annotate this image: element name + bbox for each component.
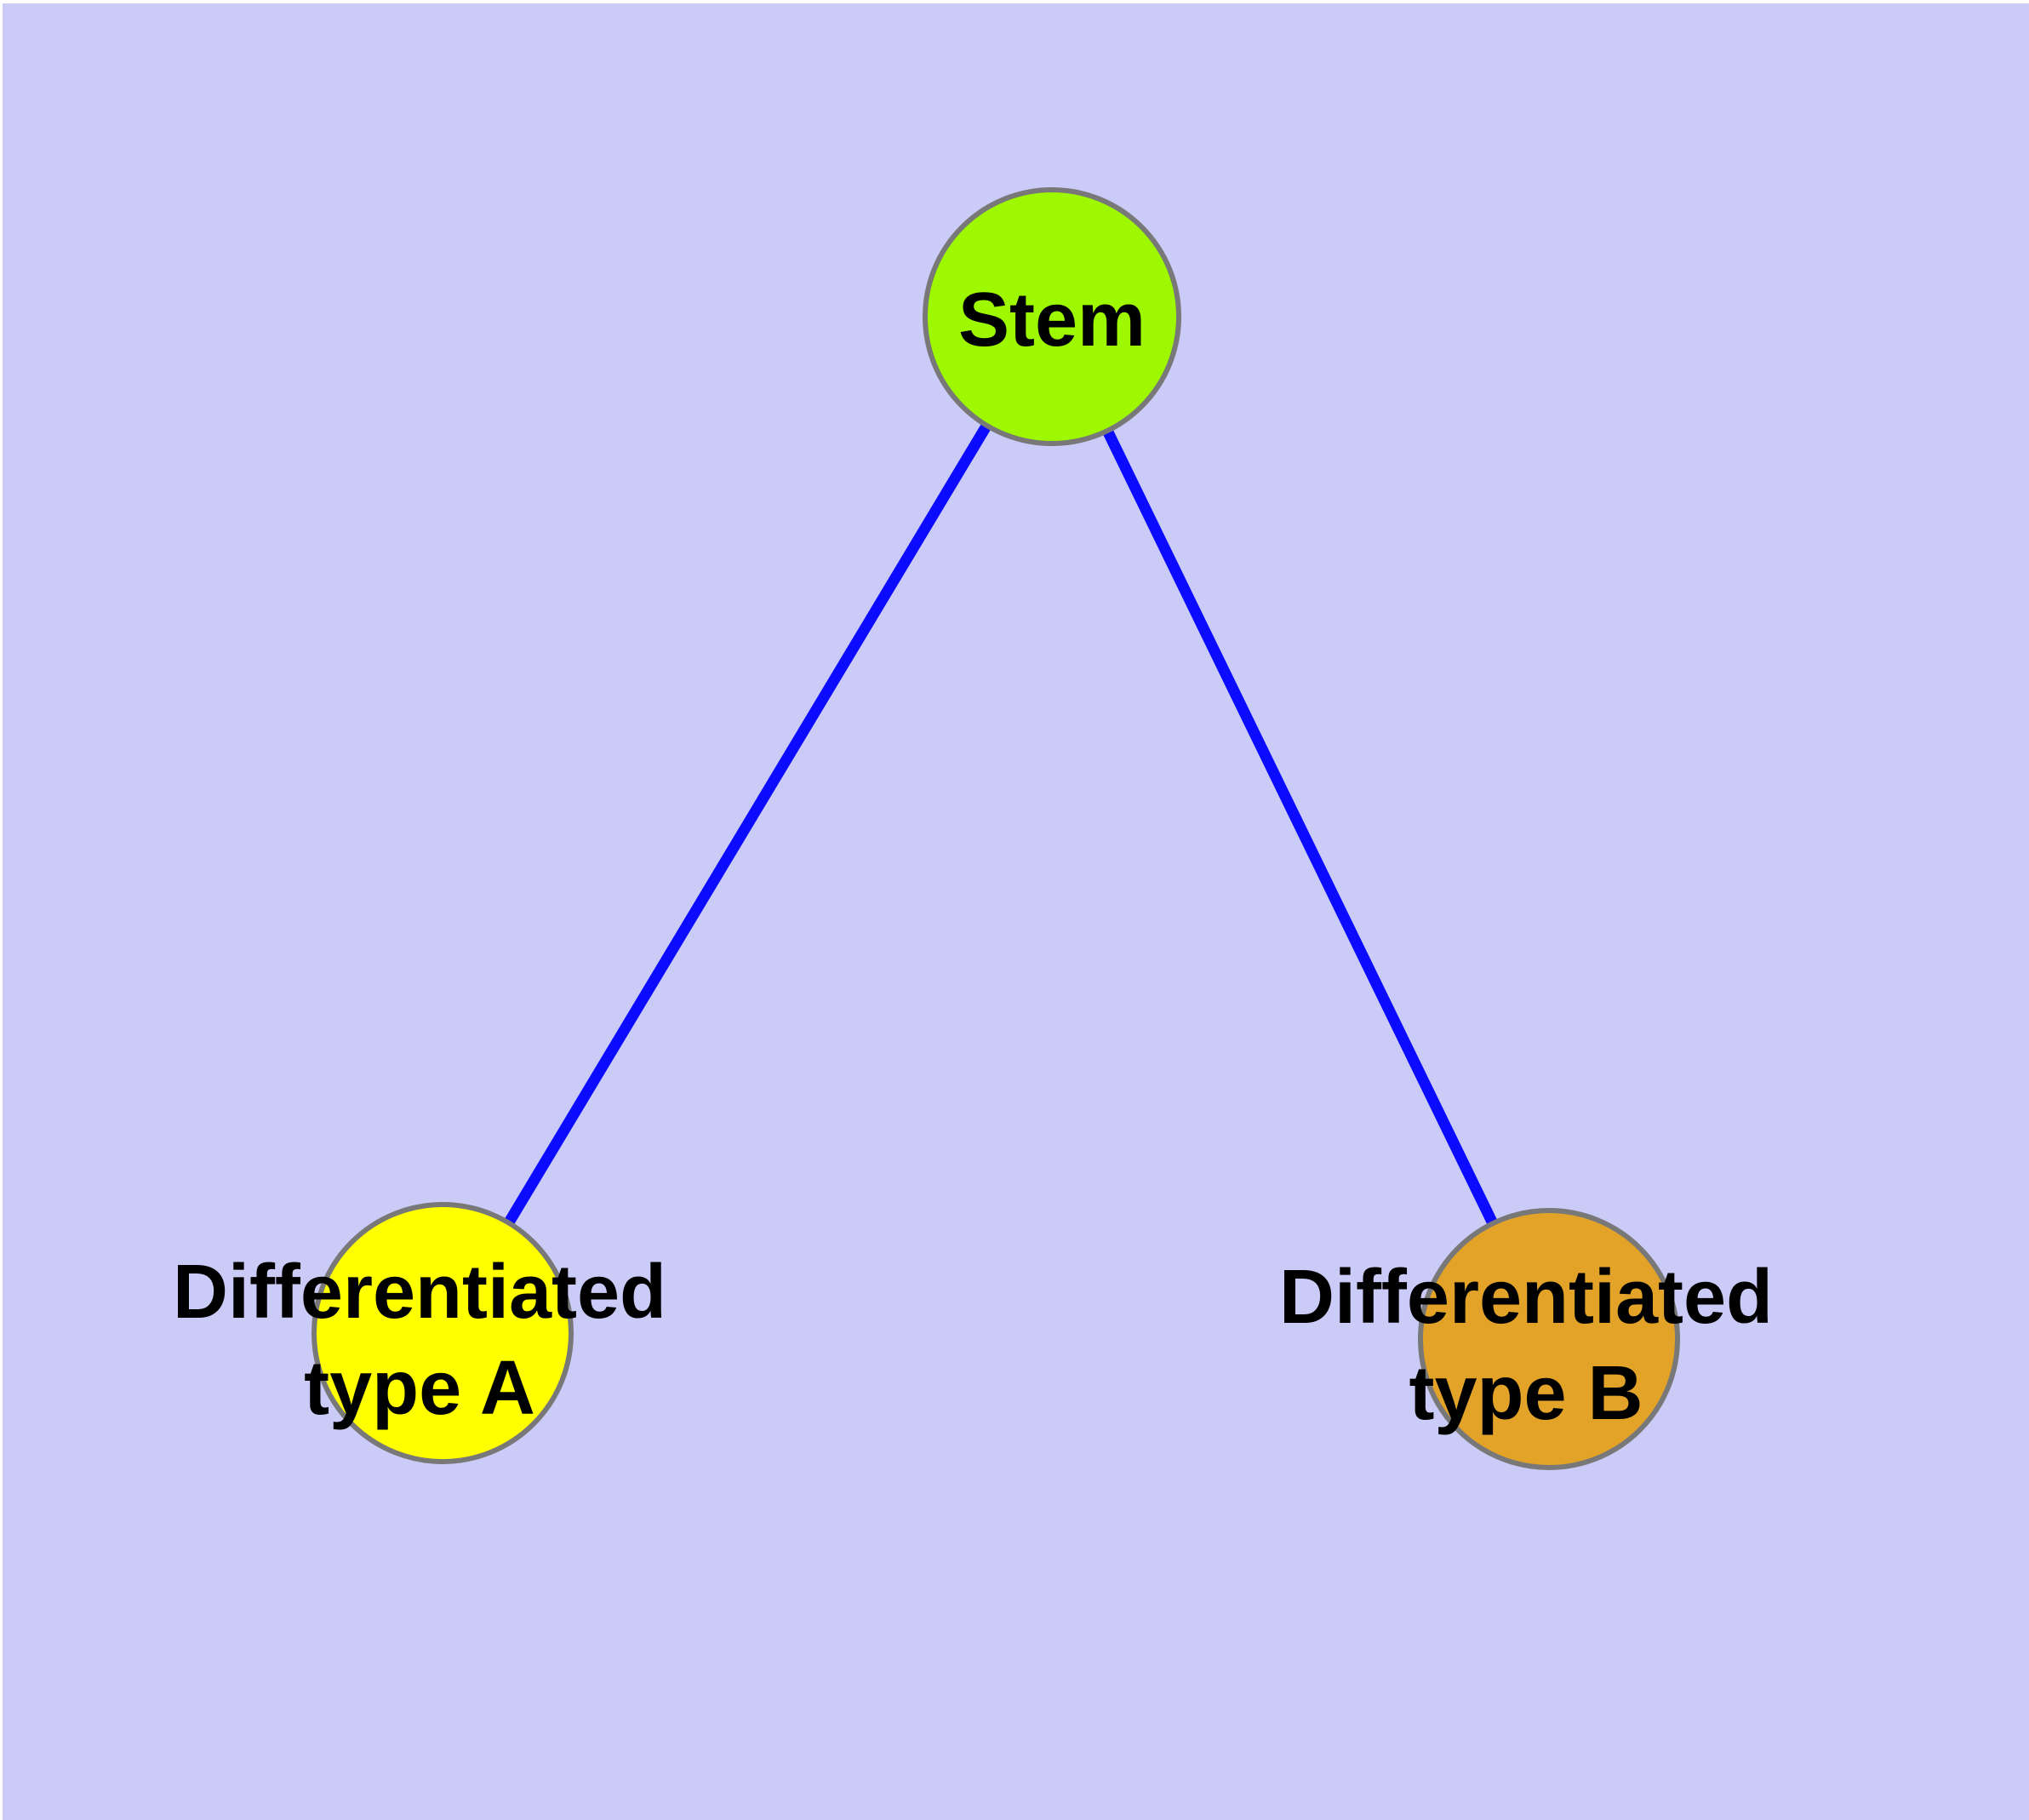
node-differentiated-type-a: Differentiated type A [173,1202,666,1464]
node-stem-label: Stem [958,278,1146,363]
node-type-a-label-line2: type A [304,1346,535,1431]
node-stem-circle [923,187,1181,446]
node-differentiated-type-b: Differentiated type B [1279,1208,1773,1470]
node-type-a-label-line1: Differentiated [173,1250,666,1335]
node-type-a-circle [311,1202,574,1464]
node-stem: Stem [923,187,1181,446]
node-type-b-label-line2: type B [1409,1351,1643,1436]
node-type-b-circle [1418,1208,1680,1470]
edge-stem-to-type-a [437,313,1057,1336]
node-type-b-label-line1: Differentiated [1279,1255,1773,1340]
edge-stem-to-type-b [1047,314,1554,1342]
